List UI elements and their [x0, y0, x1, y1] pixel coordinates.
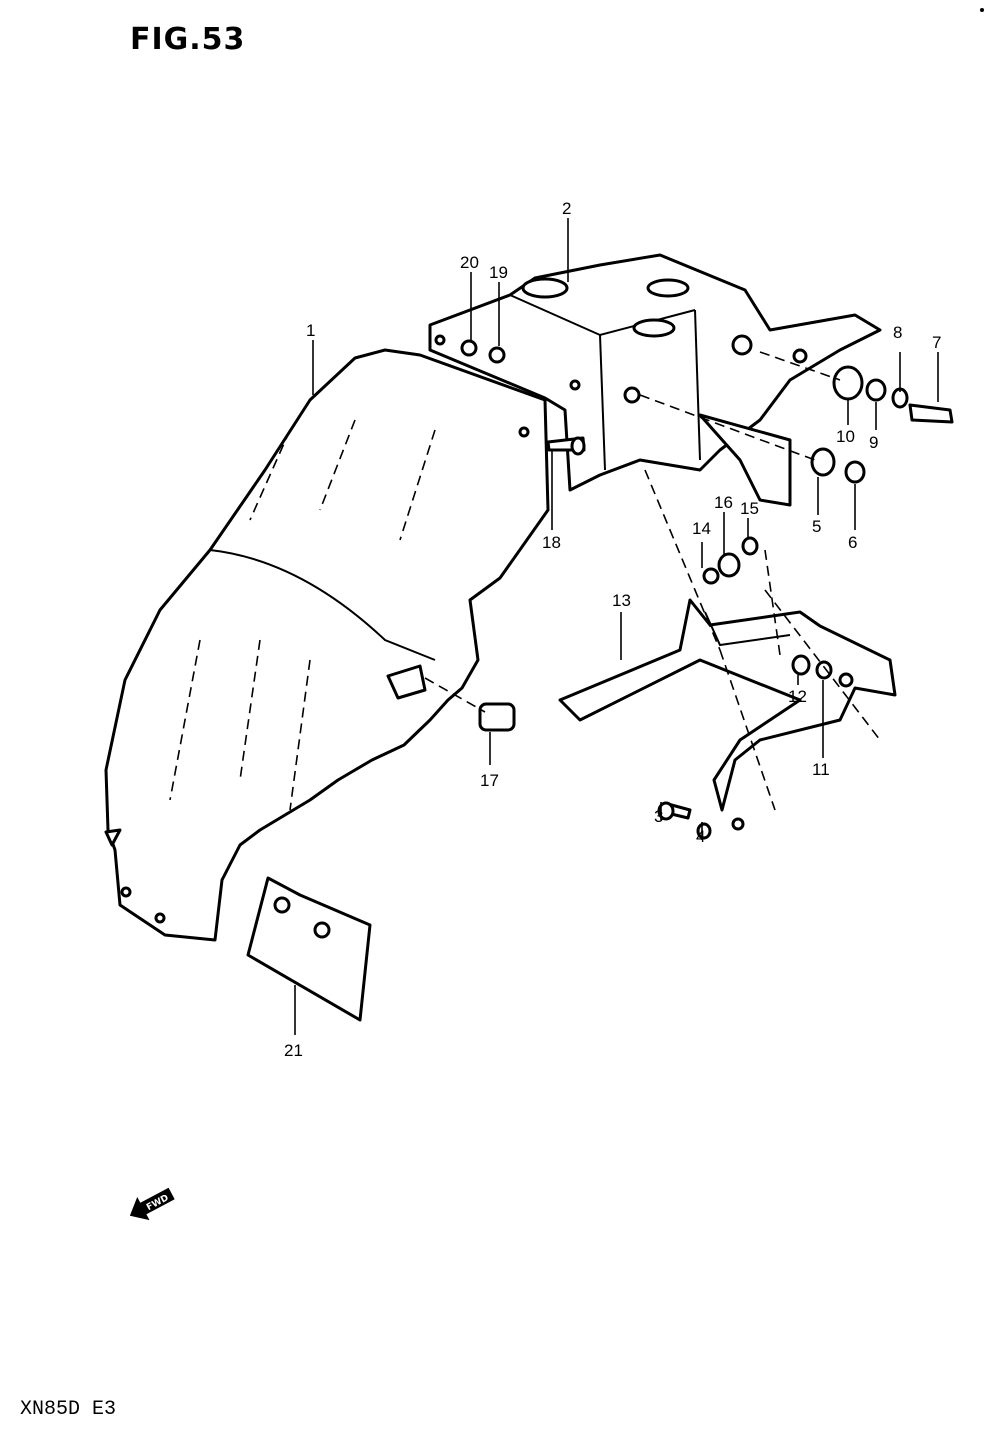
lower-stay — [558, 598, 897, 831]
callout-19: 19 — [489, 263, 508, 282]
assembly-lines — [424, 351, 881, 811]
callout-17: 17 — [480, 771, 499, 790]
callout-numbers: 1 2 20 19 7 8 9 10 5 6 18 17 14 16 15 13… — [284, 199, 941, 1060]
rear-bracket — [428, 253, 882, 507]
callout-8: 8 — [893, 323, 902, 342]
leader-lines — [294, 218, 939, 1035]
callout-3: 3 — [654, 807, 663, 826]
mud-flap — [246, 876, 372, 1022]
callout-10: 10 — [836, 427, 855, 446]
callout-9: 9 — [869, 433, 878, 452]
callout-11: 11 — [812, 760, 830, 779]
callout-1: 1 — [306, 321, 315, 340]
corner-mark — [980, 8, 984, 12]
callout-12: 12 — [788, 687, 807, 706]
callout-6: 6 — [848, 533, 857, 552]
callout-18: 18 — [542, 533, 561, 552]
callout-14: 14 — [692, 519, 711, 538]
hardware — [460, 339, 954, 840]
model-code: XN85D E3 — [20, 1398, 117, 1421]
callout-13: 13 — [612, 591, 631, 610]
callout-7: 7 — [932, 333, 941, 352]
callout-21: 21 — [284, 1041, 303, 1060]
callout-5: 5 — [812, 517, 821, 536]
callout-16: 16 — [714, 493, 733, 512]
callout-4: 4 — [696, 827, 705, 846]
rear-fender — [104, 348, 550, 942]
figure-title: FIG.53 — [130, 22, 246, 57]
fwd-arrow-icon: FWD — [129, 1187, 175, 1221]
callout-2: 2 — [562, 199, 571, 218]
callout-20: 20 — [460, 253, 479, 272]
callout-15: 15 — [740, 499, 759, 518]
